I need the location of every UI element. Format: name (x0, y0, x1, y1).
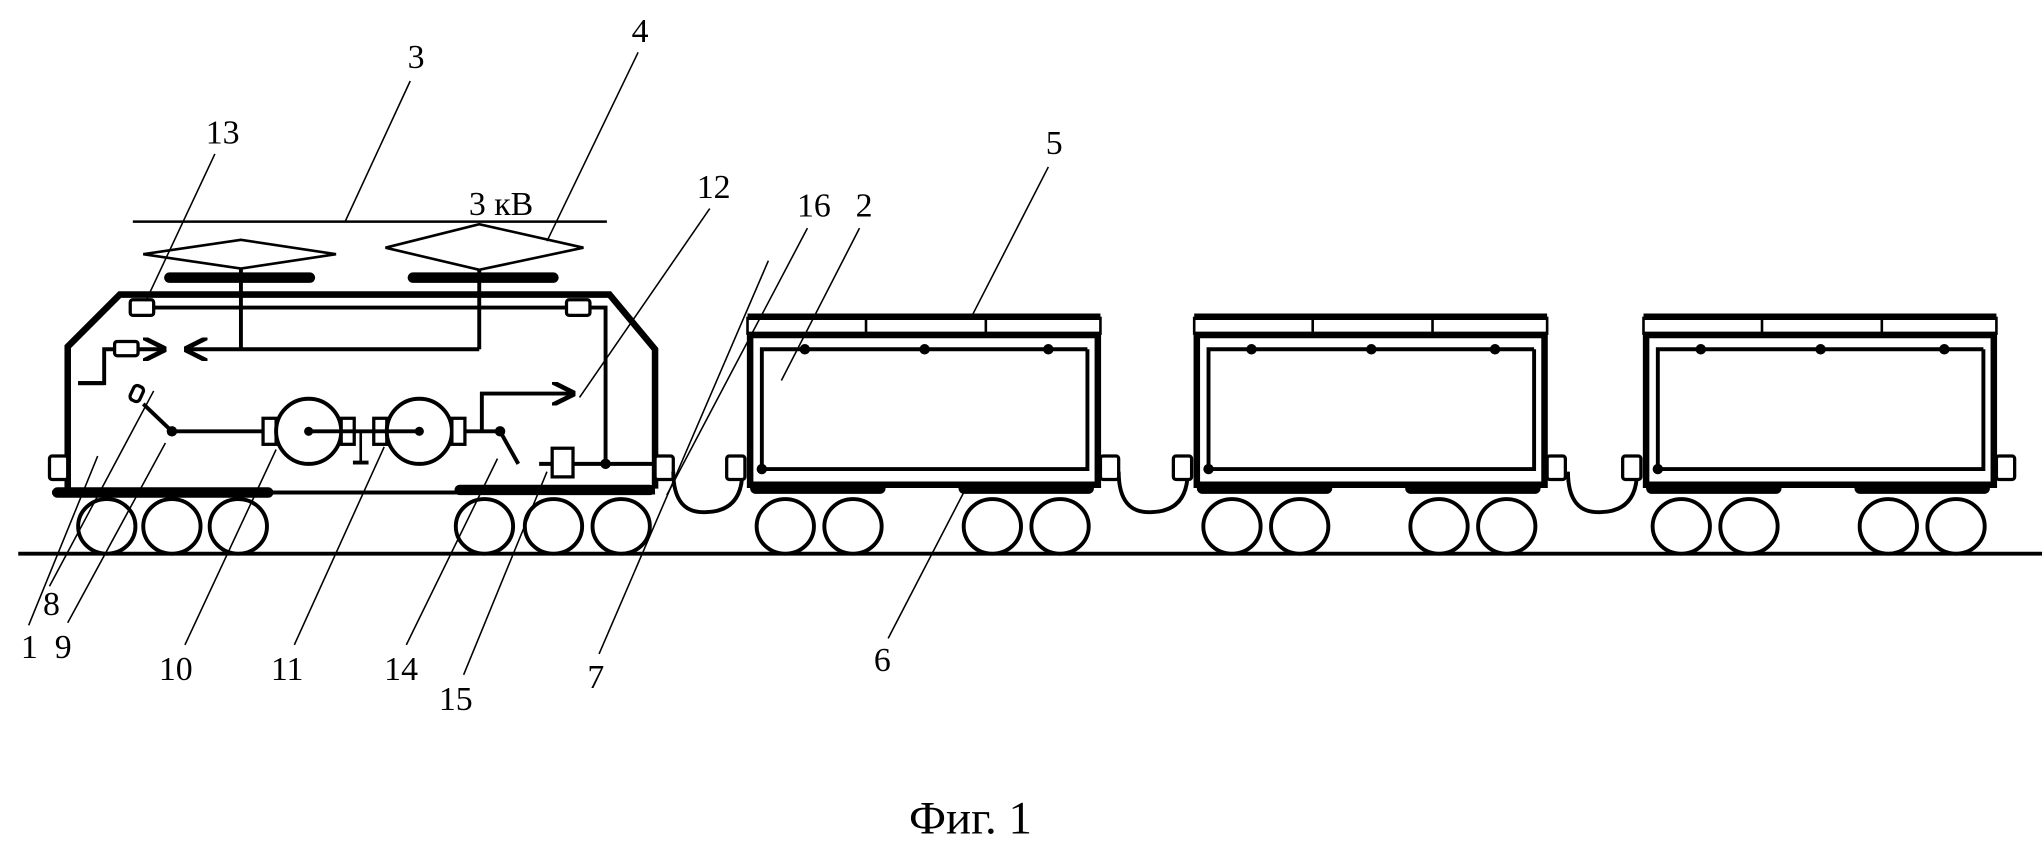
pantograph-rear (385, 222, 584, 283)
callout-11: 11 (271, 651, 304, 688)
callout-3: 3 (408, 39, 425, 76)
locomotive (47, 268, 675, 556)
callout-14: 14 (384, 651, 418, 688)
wagon-1 (725, 313, 1121, 556)
callout-10: 10 (159, 651, 193, 688)
callout-16: 16 (797, 187, 831, 224)
callout-1: 1 (21, 629, 38, 666)
callout-15: 15 (439, 681, 473, 718)
coupler-2 (1116, 471, 1190, 515)
callout-12: 12 (697, 169, 731, 206)
coupler-1 (671, 471, 745, 515)
voltage-label: 3 кВ (469, 186, 533, 223)
callout-8: 8 (43, 586, 60, 623)
wagon-3 (1623, 317, 2015, 554)
callout-9: 9 (55, 629, 72, 666)
callout-7: 7 (587, 659, 604, 696)
callout-4: 4 (632, 13, 649, 50)
leader-lines (27, 51, 1050, 676)
wagon-2 (1173, 317, 1565, 554)
callout-6: 6 (874, 642, 891, 679)
figure-caption: Фиг. 1 (909, 793, 1032, 845)
locomotive-wheels (76, 497, 652, 556)
callout-5: 5 (1046, 125, 1063, 162)
callout-13: 13 (206, 114, 240, 151)
callout-2: 2 (856, 187, 873, 224)
coupler-3 (1566, 471, 1639, 515)
